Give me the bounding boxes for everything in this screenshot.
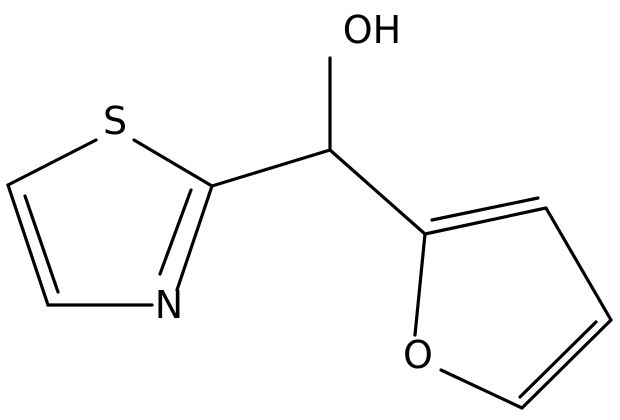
thiazole-sulfur-label: S bbox=[103, 99, 127, 143]
bond-thiazole-c5-c4 bbox=[6, 183, 50, 307]
bond-furan-o-c2 bbox=[413, 232, 427, 337]
bond-thiazole-s-c5 bbox=[6, 138, 98, 187]
bond-thiazole-c5-c4-double bbox=[23, 194, 60, 294]
bond-furan-c4-c5 bbox=[520, 318, 613, 410]
bond-thiazole-c2-s bbox=[132, 138, 214, 188]
furan-oxygen-label: O bbox=[403, 333, 433, 377]
bond-carbinol-thiazole bbox=[210, 148, 332, 188]
bond-thiazole-n-c2 bbox=[175, 184, 214, 292]
bond-furan-c2-c3-double bbox=[430, 196, 540, 222]
bond-carbinol-furan bbox=[328, 148, 427, 236]
thiazole-nitrogen-label: N bbox=[155, 283, 183, 327]
bond-furan-c3-c4 bbox=[544, 206, 613, 322]
hydroxyl-label: OH bbox=[343, 8, 401, 52]
bond-thiazole-n-c2-double bbox=[158, 188, 193, 276]
bond-furan-c2-c3 bbox=[423, 206, 548, 236]
bond-furan-c4-c5-double bbox=[518, 320, 598, 399]
bond-furan-c5-o bbox=[439, 368, 524, 410]
